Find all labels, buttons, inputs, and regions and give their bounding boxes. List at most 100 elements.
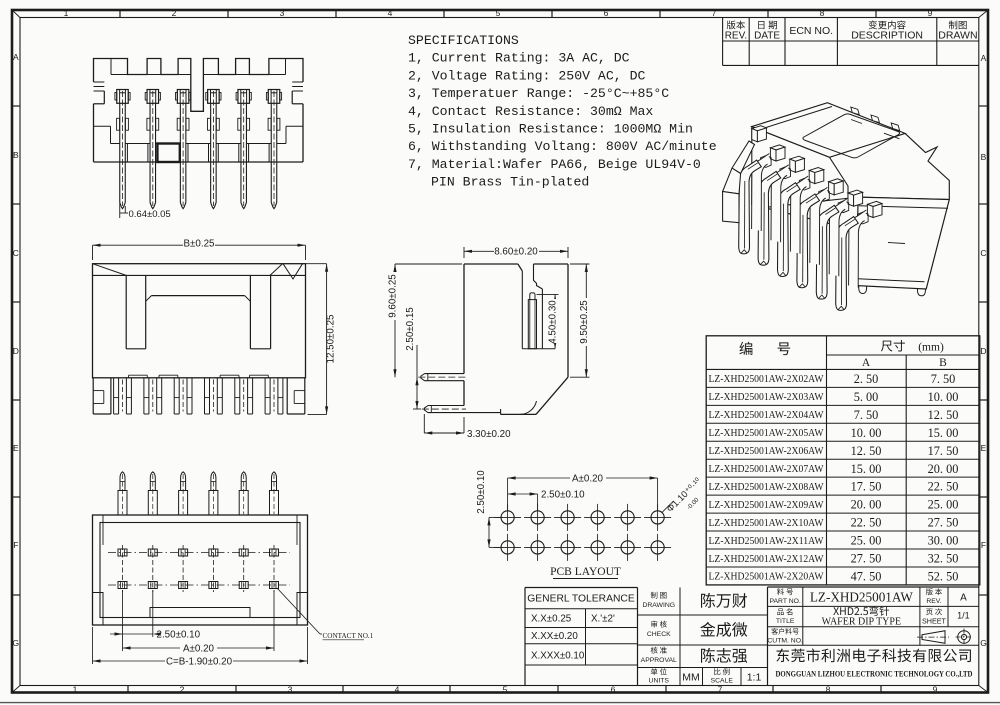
svg-text:2, Voltage Rating: 250V AC, DC: 2, Voltage Rating: 250V AC, DC (408, 68, 645, 83)
svg-text:PIN Brass Tin-plated: PIN Brass Tin-plated (431, 175, 589, 190)
svg-text:5, Insulation Resistance: 1000: 5, Insulation Resistance: 1000MΩ Min (408, 122, 693, 137)
svg-text:12. 50: 12. 50 (851, 444, 882, 458)
svg-text:WAFER DIP TYPE: WAFER DIP TYPE (822, 617, 901, 628)
svg-text:1: 1 (64, 8, 69, 18)
svg-text:LZ-XHD25001AW-2X20AW: LZ-XHD25001AW-2X20AW (709, 572, 825, 583)
svg-text:52. 50: 52. 50 (928, 570, 959, 584)
svg-text:25. 00: 25. 00 (851, 534, 882, 548)
svg-text:G: G (12, 638, 19, 648)
svg-text:ECN NO.: ECN NO. (789, 25, 833, 37)
svg-text:10. 00: 10. 00 (851, 426, 882, 440)
svg-text:GENERL TOLERANCE: GENERL TOLERANCE (527, 594, 635, 605)
svg-text:CONTACT NO.1: CONTACT NO.1 (323, 632, 374, 640)
svg-text:0.64±0.05: 0.64±0.05 (129, 209, 171, 220)
svg-text:25. 00: 25. 00 (928, 498, 959, 512)
svg-text:LZ-XHD25001AW: LZ-XHD25001AW (810, 590, 914, 605)
svg-text:DRAWING: DRAWING (642, 602, 675, 609)
svg-text:22. 50: 22. 50 (928, 480, 959, 494)
svg-text:X.XX±0.20: X.XX±0.20 (531, 631, 578, 642)
svg-text:DONGGUAN LIZHOU ELECTRONIC TEC: DONGGUAN LIZHOU ELECTRONIC TECHNOLOGY CO… (776, 669, 973, 679)
svg-text:10. 00: 10. 00 (928, 390, 959, 404)
svg-text:7: 7 (718, 684, 723, 694)
svg-text:5. 00: 5. 00 (854, 390, 879, 404)
svg-text:X.'±2': X.'±2' (591, 614, 615, 625)
svg-text:SHEET: SHEET (922, 617, 947, 626)
svg-text:27. 50: 27. 50 (851, 552, 882, 566)
svg-text:LZ-XHD25001AW-2X12AW: LZ-XHD25001AW-2X12AW (709, 554, 825, 565)
svg-text:1: 1 (73, 684, 78, 694)
svg-text:LZ-XHD25001AW-2X09AW: LZ-XHD25001AW-2X09AW (709, 500, 825, 511)
svg-text:15. 00: 15. 00 (928, 426, 959, 440)
svg-text:6: 6 (604, 8, 609, 18)
svg-text:E: E (13, 443, 19, 453)
svg-text:7: 7 (712, 8, 717, 18)
svg-text:LZ-XHD25001AW-2X06AW: LZ-XHD25001AW-2X06AW (709, 446, 825, 457)
svg-text:DRAWN: DRAWN (938, 30, 977, 42)
svg-text:2: 2 (172, 8, 177, 18)
svg-text:X.XXX±0.10: X.XXX±0.10 (531, 651, 585, 662)
svg-text:4, Contact Resistance: 30mΩ Ma: 4, Contact Resistance: 30mΩ Max (408, 104, 653, 119)
svg-text:3: 3 (280, 8, 285, 18)
svg-text:7. 50: 7. 50 (931, 372, 956, 386)
svg-text:17. 50: 17. 50 (928, 444, 959, 458)
svg-text:LZ-XHD25001AW-2X08AW: LZ-XHD25001AW-2X08AW (709, 482, 825, 493)
svg-text:UNITS: UNITS (649, 678, 670, 685)
svg-text:B: B (939, 357, 947, 369)
svg-text:2. 50: 2. 50 (854, 372, 879, 386)
svg-text:8.60±0.20: 8.60±0.20 (494, 247, 538, 258)
svg-text:27. 50: 27. 50 (928, 516, 959, 530)
svg-text:X.X±0.25: X.X±0.25 (531, 614, 572, 625)
svg-text:REV.: REV. (926, 598, 941, 605)
svg-text:2.50±0.15: 2.50±0.15 (405, 307, 416, 351)
svg-text:2.50±0.10: 2.50±0.10 (157, 630, 201, 641)
svg-text:3: 3 (288, 684, 293, 694)
svg-text:7. 50: 7. 50 (854, 408, 879, 422)
svg-text:F: F (13, 540, 18, 550)
svg-text:4: 4 (388, 8, 393, 18)
svg-text:8: 8 (820, 8, 825, 18)
svg-text:A: A (13, 52, 19, 62)
svg-text:LZ-XHD25001AW-2X07AW: LZ-XHD25001AW-2X07AW (709, 464, 825, 475)
svg-text:A: A (960, 593, 967, 604)
svg-text:12.50±0.25: 12.50±0.25 (326, 314, 337, 364)
svg-text:DATE: DATE (754, 31, 780, 42)
svg-text:2.50±0.10: 2.50±0.10 (476, 470, 487, 514)
svg-text:F: F (981, 540, 986, 550)
svg-text:6: 6 (611, 684, 616, 694)
svg-text:1/1: 1/1 (957, 611, 970, 621)
svg-text:LZ-XHD25001AW-2X02AW: LZ-XHD25001AW-2X02AW (709, 374, 825, 385)
svg-text:1, Current Rating: 3A AC, DC: 1, Current Rating: 3A AC, DC (408, 51, 630, 66)
svg-text:LZ-XHD25001AW-2X03AW: LZ-XHD25001AW-2X03AW (709, 392, 825, 403)
svg-text:E: E (981, 443, 987, 453)
svg-text:D: D (980, 346, 986, 356)
svg-text:(mm): (mm) (918, 342, 944, 354)
svg-text:7, Material:Wafer PA66, Beige: 7, Material:Wafer PA66, Beige UL94V-0 (408, 157, 701, 172)
svg-text:5: 5 (496, 8, 501, 18)
svg-text:LZ-XHD25001AW-2X04AW: LZ-XHD25001AW-2X04AW (709, 410, 825, 421)
svg-text:CUTM. NO.: CUTM. NO. (767, 638, 803, 645)
svg-text:6, Withstanding Voltang: 800V: 6, Withstanding Voltang: 800V AC/minute (408, 139, 717, 154)
svg-text:4: 4 (395, 684, 400, 694)
svg-text:9: 9 (928, 8, 933, 18)
svg-text:8: 8 (826, 684, 831, 694)
svg-text:47. 50: 47. 50 (851, 570, 882, 584)
svg-text:9.50±0.25: 9.50±0.25 (579, 300, 590, 344)
svg-text:APPROVAL: APPROVAL (641, 657, 677, 664)
svg-text:B: B (981, 152, 987, 162)
svg-text:A±0.20: A±0.20 (183, 644, 215, 655)
svg-text:LZ-XHD25001AW-2X05AW: LZ-XHD25001AW-2X05AW (709, 428, 825, 439)
svg-text:CHECK: CHECK (647, 631, 671, 638)
svg-text:MM: MM (682, 672, 700, 684)
svg-text:REV.: REV. (725, 31, 747, 42)
svg-text:9.60±0.25: 9.60±0.25 (388, 274, 399, 318)
svg-text:3, Temperatuer Range: -25°C~+8: 3, Temperatuer Range: -25°C~+85°C (408, 86, 669, 101)
svg-text:SCALE: SCALE (711, 678, 734, 685)
svg-text:LZ-XHD25001AW-2X10AW: LZ-XHD25001AW-2X10AW (709, 518, 825, 529)
svg-text:9: 9 (933, 684, 938, 694)
svg-text:2.50±0.10: 2.50±0.10 (541, 490, 585, 501)
svg-text:A: A (981, 53, 987, 63)
svg-text:C: C (980, 248, 986, 258)
svg-text:17. 50: 17. 50 (851, 480, 882, 494)
svg-text:PART NO.: PART NO. (769, 598, 800, 605)
svg-text:B±0.25: B±0.25 (184, 239, 216, 250)
